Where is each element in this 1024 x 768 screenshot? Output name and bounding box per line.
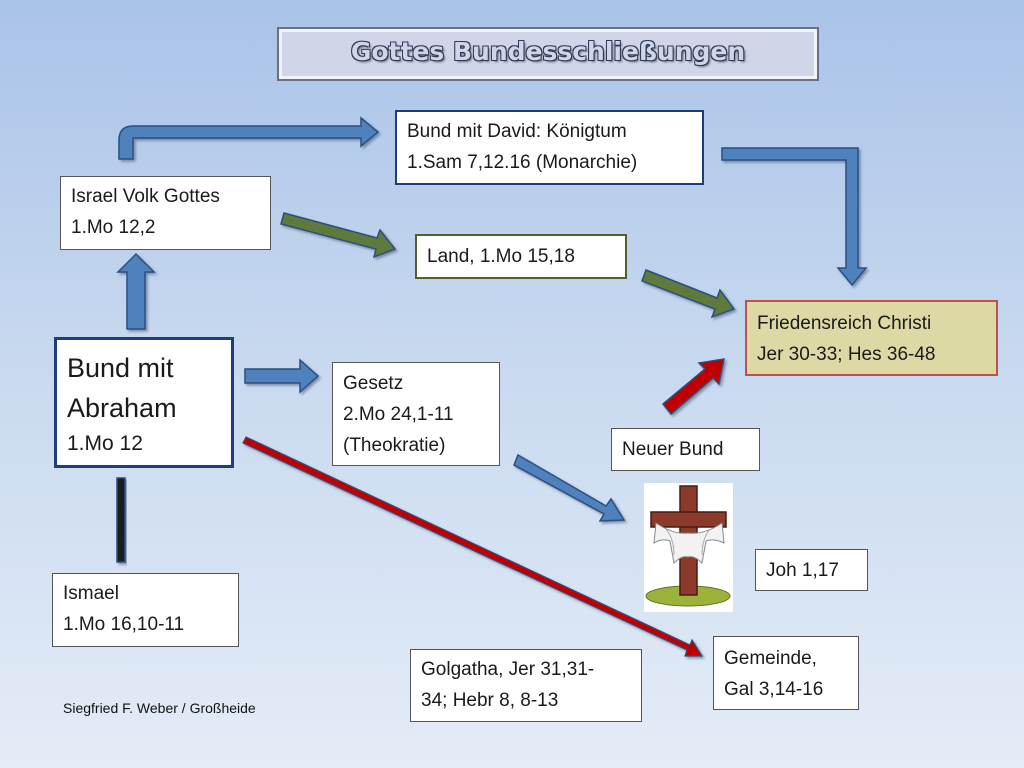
- footer-credit: Siegfried F. Weber / Großheide: [63, 700, 256, 716]
- arrow-abraham-to-gemeinde: [242, 436, 704, 657]
- gesetz-line3: (Theokratie): [343, 435, 446, 456]
- box-golgatha: Golgatha, Jer 31,31- 34; Hebr 8, 8-13: [410, 649, 642, 722]
- gesetz-line1: Gesetz: [343, 373, 404, 394]
- box-gesetz: Gesetz 2.Mo 24,1-11 (Theokratie): [332, 362, 500, 466]
- david-line2: 1.Sam 7,12.16 (Monarchie): [407, 152, 638, 173]
- arrow-israel-to-david: [118, 116, 380, 160]
- gemeinde-line2: Gal 3,14-16: [724, 679, 824, 700]
- golgatha-line2: 34; Hebr 8, 8-13: [421, 690, 559, 711]
- box-friedensreich: Friedensreich Christi Jer 30-33; Hes 36-…: [745, 300, 998, 376]
- ismael-line1: Ismael: [63, 583, 119, 604]
- box-neuer-bund: Neuer Bund: [611, 428, 760, 471]
- david-line1: Bund mit David: Königtum: [407, 121, 627, 142]
- golgatha-line1: Golgatha, Jer 31,31-: [421, 659, 595, 680]
- box-gemeinde: Gemeinde, Gal 3,14-16: [713, 636, 859, 710]
- arrow-gesetz-to-cross: [513, 453, 626, 522]
- abraham-line2: Abraham: [67, 393, 177, 423]
- arrow-abraham-to-israel: [116, 252, 156, 330]
- box-abraham: Bund mit Abraham 1.Mo 12: [54, 337, 234, 468]
- title-banner: Gottes Bundesschließungen: [277, 27, 819, 81]
- israel-line2: 1.Mo 12,2: [71, 217, 156, 238]
- cross-drawing: [645, 485, 731, 607]
- arrow-neuer-bund-to-friedensreich: [661, 358, 725, 416]
- gemeinde-line1: Gemeinde,: [724, 648, 817, 669]
- box-david: Bund mit David: Königtum 1.Sam 7,12.16 (…: [395, 110, 704, 185]
- arrow-david-to-friedensreich: [721, 147, 868, 287]
- neuer-bund-line1: Neuer Bund: [622, 439, 724, 460]
- abraham-line3: 1.Mo 12: [67, 432, 143, 455]
- joh-line1: Joh 1,17: [766, 560, 839, 581]
- friedensreich-line2: Jer 30-33; Hes 36-48: [757, 344, 936, 365]
- arrow-abraham-to-gesetz: [244, 358, 320, 394]
- page-title: Gottes Bundesschließungen: [350, 37, 746, 66]
- ismael-line2: 1.Mo 16,10-11: [63, 614, 185, 635]
- gesetz-line2: 2.Mo 24,1-11: [343, 404, 454, 425]
- box-ismael: Ismael 1.Mo 16,10-11: [52, 573, 239, 647]
- box-israel: Israel Volk Gottes 1.Mo 12,2: [60, 176, 271, 250]
- abraham-line1: Bund mit: [67, 353, 174, 383]
- arrow-land-to-friedensreich: [641, 269, 736, 319]
- box-land: Land, 1.Mo 15,18: [415, 234, 627, 279]
- line-abraham-to-ismael: [116, 477, 126, 563]
- land-line1: Land, 1.Mo 15,18: [427, 246, 575, 267]
- israel-line1: Israel Volk Gottes: [71, 186, 220, 207]
- friedensreich-line1: Friedensreich Christi: [757, 313, 932, 334]
- cross-icon: [644, 483, 733, 612]
- box-joh: Joh 1,17: [755, 549, 868, 591]
- arrow-israel-to-land: [280, 212, 397, 259]
